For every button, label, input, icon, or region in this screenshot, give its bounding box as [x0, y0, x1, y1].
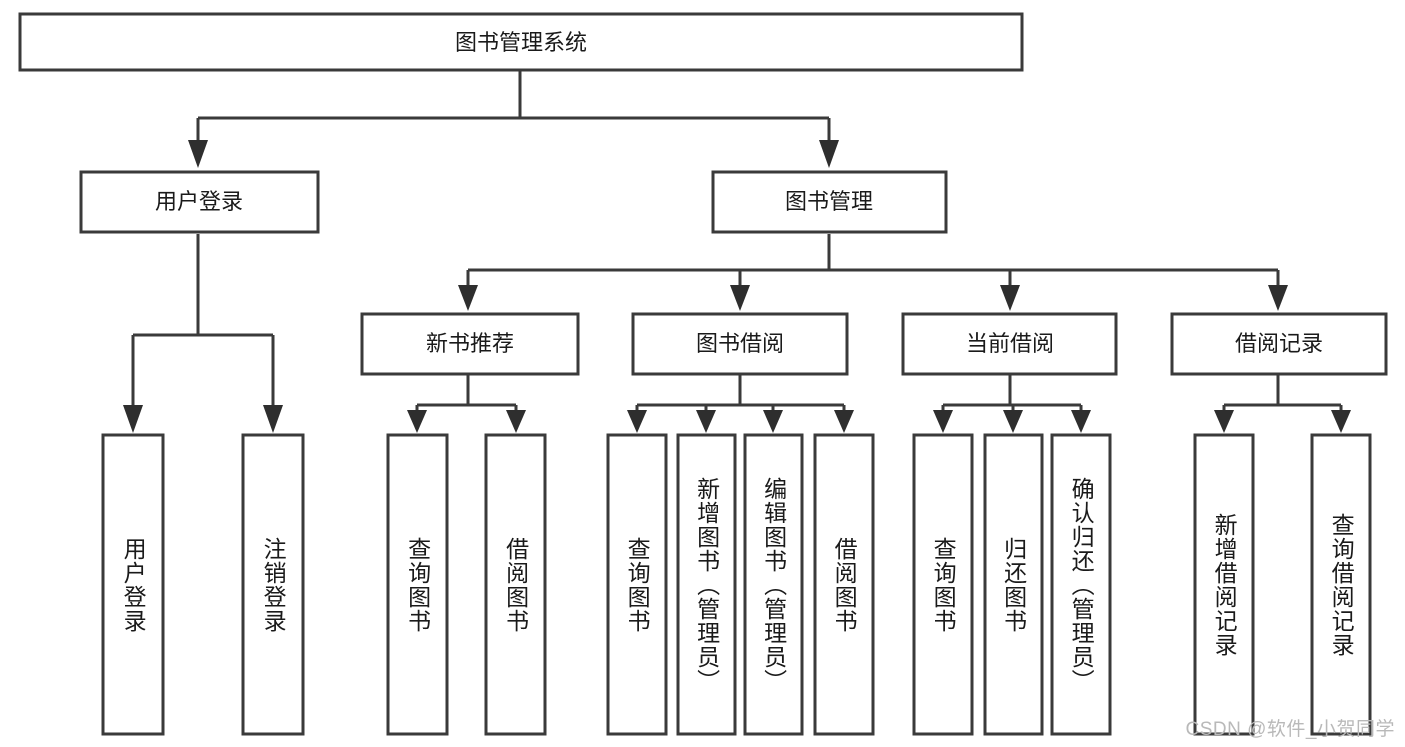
node-borrow-records-label: 借阅记录 — [1235, 331, 1323, 356]
leaf-box[interactable] — [813, 433, 875, 736]
node-book-management-label: 图书管理 — [785, 189, 873, 214]
leaf-box[interactable] — [1193, 433, 1255, 736]
leaf-box[interactable] — [1050, 433, 1112, 736]
connector-borrow-to-leaves — [627, 375, 854, 433]
leaf-box[interactable] — [386, 433, 449, 736]
connector-user-login-to-leaves — [123, 234, 283, 433]
node-user-login[interactable]: 用户登录 — [79, 170, 320, 234]
leaf-box-group — [101, 433, 1372, 736]
node-root[interactable]: 图书管理系统 — [18, 12, 1024, 72]
node-new-book-recommend[interactable]: 新书推荐 — [360, 312, 580, 376]
connector-records-to-leaves — [1214, 375, 1351, 433]
connector-root-to-level1 — [188, 70, 839, 168]
leaf-box[interactable] — [1310, 433, 1372, 736]
node-root-label: 图书管理系统 — [455, 30, 587, 55]
watermark: CSDN @软件_小贺同学 — [1185, 719, 1395, 740]
leaf-box[interactable] — [101, 433, 165, 736]
leaf-box[interactable] — [983, 433, 1044, 736]
leaf-box[interactable] — [676, 433, 737, 736]
connector-current-borrow-to-leaves — [933, 375, 1091, 433]
leaf-box[interactable] — [606, 433, 668, 736]
leaf-box[interactable] — [241, 433, 305, 736]
node-book-management[interactable]: 图书管理 — [711, 170, 948, 234]
leaf-box[interactable] — [484, 433, 547, 736]
node-current-borrow[interactable]: 当前借阅 — [901, 312, 1118, 376]
node-new-book-recommend-label: 新书推荐 — [426, 331, 514, 356]
node-book-borrow[interactable]: 图书借阅 — [631, 312, 849, 376]
node-current-borrow-label: 当前借阅 — [966, 331, 1054, 356]
node-user-login-label: 用户登录 — [155, 189, 243, 214]
connector-book-mgmt-to-level2 — [458, 234, 1288, 311]
node-book-borrow-label: 图书借阅 — [696, 331, 784, 356]
leaf-box[interactable] — [912, 433, 974, 736]
connector-new-books-to-leaves — [407, 375, 526, 433]
node-borrow-records[interactable]: 借阅记录 — [1170, 312, 1388, 376]
leaf-box[interactable] — [743, 433, 804, 736]
